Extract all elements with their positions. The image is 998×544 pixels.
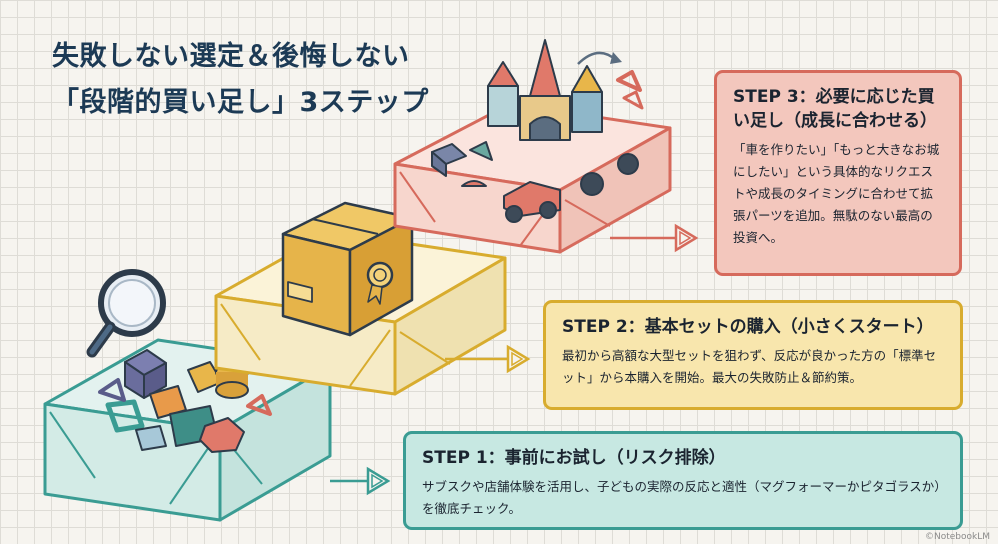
step-2-body: 最初から高額な大型セットを狙わず、反応が良かった方の「標準セット」から本購入を開… — [562, 348, 937, 385]
shapes-pile-icon — [98, 349, 272, 453]
step-3-body: 「車を作りたい」「もっと大きなお城にしたい」という具体的なリクエストや成長のタイ… — [733, 142, 940, 245]
connector-arrow-step-1 — [330, 466, 391, 496]
page-title: 失敗しない選定＆後悔しない 「段階的買い足し」3ステップ — [52, 34, 429, 126]
step-3-heading: STEP 3：必要に応じた買い足し（成長に合わせる） — [733, 87, 937, 131]
step-1-heading: STEP 1：事前にお試し（リスク排除） — [422, 448, 726, 468]
step-2-heading: STEP 2：基本セットの購入（小さくスタート） — [562, 317, 934, 337]
title-line-1: 失敗しない選定＆後悔しない — [52, 41, 410, 72]
step-3-box: STEP 3：必要に応じた買い足し（成長に合わせる） 「車を作りたい」「もっと大… — [714, 70, 962, 276]
step-2-box: STEP 2：基本セットの購入（小さくスタート） 最初から高額な大型セットを狙わ… — [543, 300, 963, 410]
connector-arrow-step-2 — [445, 344, 531, 374]
step-1-body: サブスクや店舗体験を活用し、子どもの実際の反応と適性（マグフォーマーかピタゴラス… — [422, 479, 941, 516]
connector-arrow-step-3 — [610, 223, 699, 253]
step-1-box: STEP 1：事前にお試し（リスク排除） サブスクや店舗体験を活用し、子どもの実… — [403, 431, 963, 530]
copyright-mark: ©NotebookLM — [924, 532, 990, 542]
castle-and-car-icon — [431, 39, 644, 223]
magnifying-glass-icon — [86, 269, 166, 358]
title-line-2: 「段階的買い足し」3ステップ — [52, 87, 429, 118]
cardboard-box-icon — [281, 201, 414, 337]
